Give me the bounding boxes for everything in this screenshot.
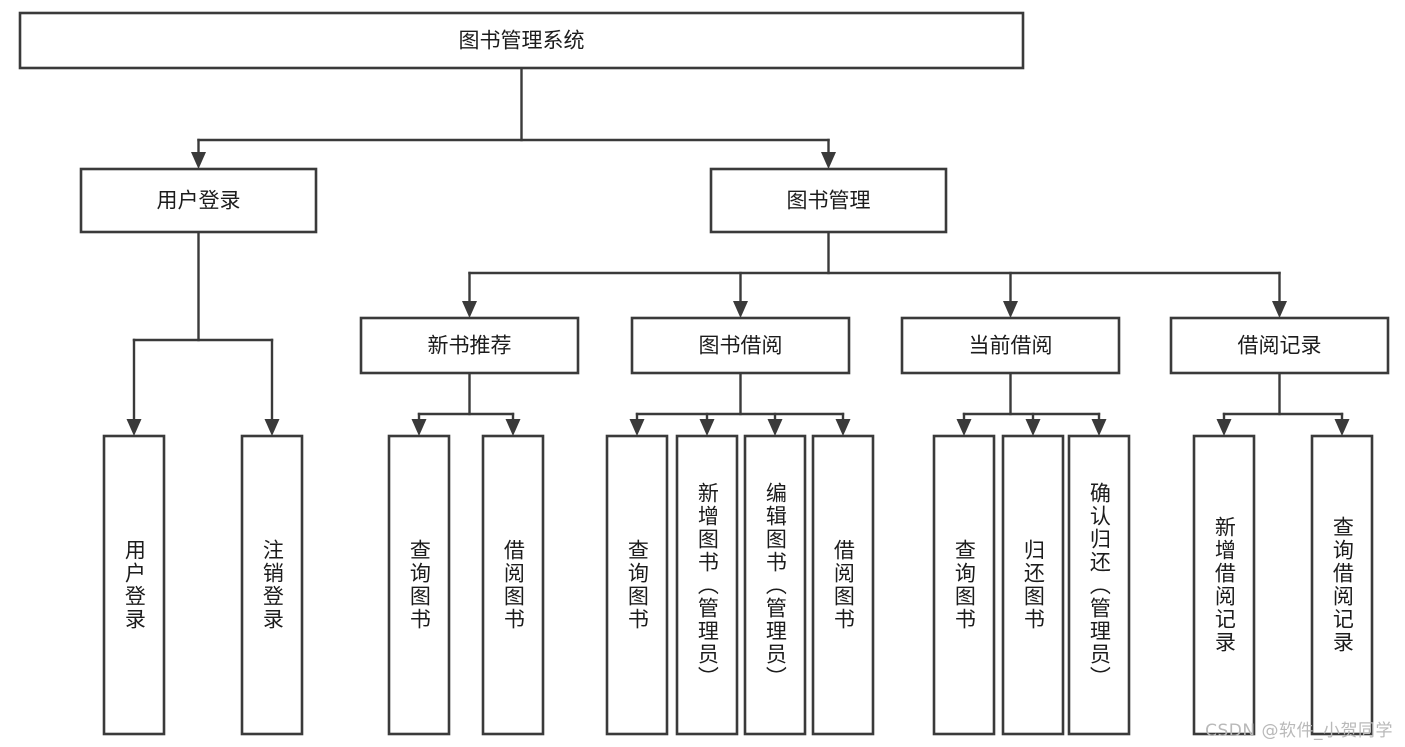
node-level3-2-label: 图书借阅 bbox=[699, 334, 783, 358]
arrow-head-icon bbox=[733, 301, 748, 318]
node-level2-2[interactable] bbox=[709, 167, 948, 234]
node-leaf-3[interactable] bbox=[387, 434, 451, 736]
arrow-head-icon bbox=[1216, 419, 1232, 436]
node-root-system[interactable] bbox=[18, 11, 1025, 70]
watermark-text: CSDN @软件_小贺同学 bbox=[1205, 721, 1393, 741]
arrow-head-icon bbox=[1003, 301, 1018, 318]
connectors-layer bbox=[126, 66, 1350, 436]
node-leaf-8[interactable] bbox=[811, 434, 875, 736]
node-leaf-4[interactable] bbox=[481, 434, 545, 736]
arrow-head-icon bbox=[1091, 419, 1107, 436]
arrow-head-icon bbox=[835, 419, 851, 436]
node-leaf-10[interactable] bbox=[1001, 434, 1065, 736]
node-level2-1[interactable] bbox=[79, 167, 318, 234]
node-leaf-9[interactable] bbox=[932, 434, 996, 736]
node-level3-1-label: 新书推荐 bbox=[428, 334, 512, 358]
arrow-head-icon bbox=[1334, 419, 1350, 436]
node-level3-1[interactable] bbox=[359, 316, 580, 375]
arrow-head-icon bbox=[629, 419, 645, 436]
arrow-head-icon bbox=[264, 419, 280, 436]
arrow-head-icon bbox=[126, 419, 142, 436]
node-level2-2-label: 图书管理 bbox=[787, 189, 871, 213]
arrow-head-icon bbox=[1272, 301, 1287, 318]
node-level3-3[interactable] bbox=[900, 316, 1121, 375]
node-leaf-5[interactable] bbox=[605, 434, 669, 736]
arrow-head-icon bbox=[411, 419, 427, 436]
node-leaf-12[interactable] bbox=[1192, 434, 1256, 736]
node-leaf-2[interactable] bbox=[240, 434, 304, 736]
arrow-head-icon bbox=[699, 419, 715, 436]
arrow-head-icon bbox=[767, 419, 783, 436]
node-leaf-7[interactable] bbox=[743, 434, 807, 736]
boxes-layer bbox=[18, 11, 1390, 736]
node-level3-4-label: 借阅记录 bbox=[1238, 334, 1322, 358]
node-level2-1-label: 用户登录 bbox=[157, 189, 241, 213]
node-level3-2[interactable] bbox=[630, 316, 851, 375]
node-level3-4[interactable] bbox=[1169, 316, 1390, 375]
arrow-head-icon bbox=[956, 419, 972, 436]
node-leaf-6[interactable] bbox=[675, 434, 739, 736]
node-leaf-13[interactable] bbox=[1310, 434, 1374, 736]
arrow-head-icon bbox=[821, 152, 836, 169]
node-level3-3-label: 当前借阅 bbox=[969, 334, 1053, 358]
node-root-system-label: 图书管理系统 bbox=[459, 29, 585, 53]
node-leaf-1[interactable] bbox=[102, 434, 166, 736]
arrow-head-icon bbox=[191, 152, 206, 169]
arrow-head-icon bbox=[505, 419, 521, 436]
node-leaf-11[interactable] bbox=[1067, 434, 1131, 736]
arrow-head-icon bbox=[1025, 419, 1041, 436]
arrow-head-icon bbox=[462, 301, 477, 318]
